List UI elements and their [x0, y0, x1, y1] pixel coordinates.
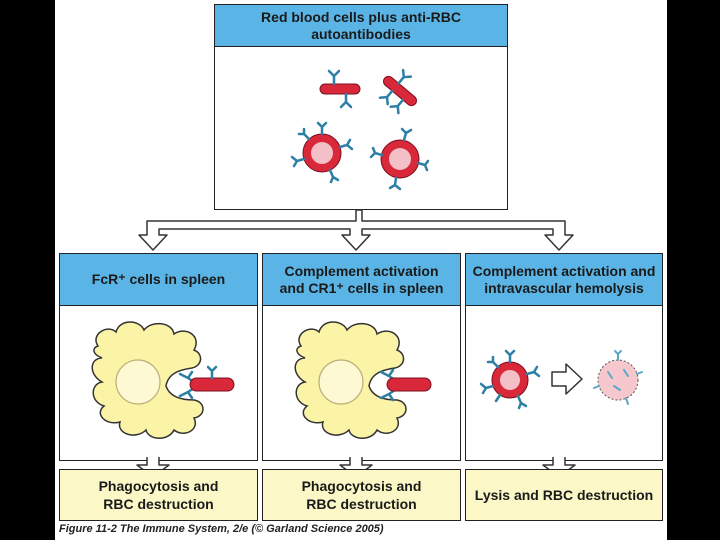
transition-arrow-icon [551, 363, 583, 395]
macrophage-cr1-illustration [294, 321, 432, 439]
panel-intravascular-hemolysis-title: Complement activation and intravascular … [472, 262, 656, 296]
top-box: Red blood cells plus anti-RBC autoantibo… [214, 4, 508, 210]
outcome-box-2: Phagocytosis and RBC destruction [262, 469, 461, 521]
opsonized-rbc-2 [386, 377, 432, 392]
rbc-face-view-1 [290, 121, 354, 184]
outcome-label-2: Phagocytosis and RBC destruction [301, 478, 422, 512]
rbc-side-view-2 [378, 68, 417, 115]
figure-caption: Figure 11-2 The Immune System, 2/e (© Ga… [59, 523, 384, 535]
macrophage-1 [91, 321, 204, 439]
rbc-with-complement [479, 349, 541, 410]
rbc-face-view-2 [369, 127, 430, 191]
panel-intravascular-hemolysis: Complement activation and intravascular … [465, 253, 663, 461]
macrophage-fcr-illustration [91, 321, 235, 439]
panel-complement-spleen-header: Complement activation and CR1⁺ cells in … [263, 254, 460, 306]
figure: Red blood cells plus anti-RBC autoantibo… [55, 0, 667, 540]
rbc-side-view-1 [319, 69, 361, 109]
panel-fcr-spleen: FcR⁺ cells in spleen [59, 253, 258, 461]
top-box-header: Red blood cells plus anti-RBC autoantibo… [215, 5, 507, 47]
top-box-cells [290, 68, 430, 191]
outcome-box-1: Phagocytosis and RBC destruction [59, 469, 258, 521]
lysed-rbc [593, 350, 643, 405]
branch-arrows [138, 209, 574, 251]
panel-intravascular-hemolysis-header: Complement activation and intravascular … [466, 254, 662, 306]
opsonized-rbc-1 [189, 377, 235, 392]
hemolysis-illustration [479, 349, 643, 410]
panel-fcr-spleen-title: FcR⁺ cells in spleen [91, 271, 226, 287]
panel-fcr-spleen-header: FcR⁺ cells in spleen [60, 254, 257, 306]
panel-complement-spleen: Complement activation and CR1⁺ cells in … [262, 253, 461, 461]
panel-complement-spleen-title: Complement activation and CR1⁺ cells in … [279, 262, 444, 296]
outcome-label-1: Phagocytosis and RBC destruction [98, 478, 219, 512]
outcome-box-3: Lysis and RBC destruction [465, 469, 663, 521]
top-box-title: Red blood cells plus anti-RBC autoantibo… [261, 8, 461, 42]
outcome-label-3: Lysis and RBC destruction [474, 487, 654, 503]
